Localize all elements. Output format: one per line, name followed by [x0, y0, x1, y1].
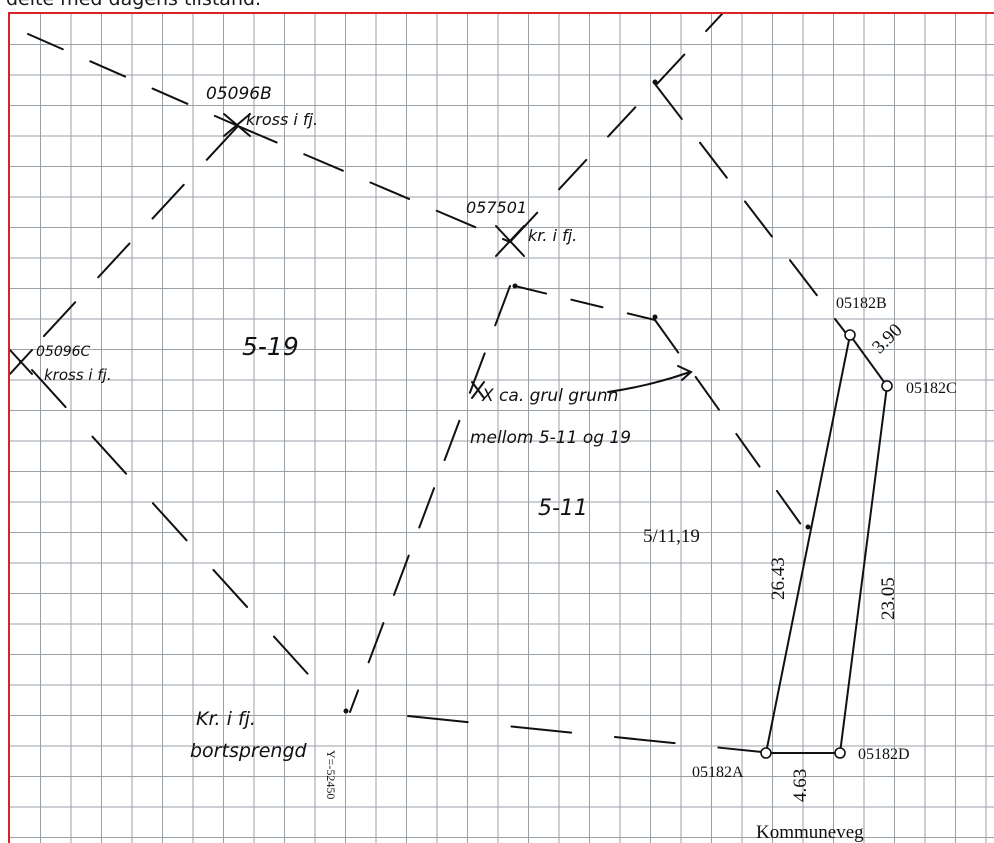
marker-05182a — [760, 747, 772, 759]
note-05096b: kross i fj. — [246, 110, 319, 129]
note-arrow — [607, 365, 693, 393]
label-05096c: 05096C — [36, 344, 91, 360]
coord-label: Y=-52450 — [324, 750, 338, 800]
cross-05096b — [223, 113, 251, 137]
boundary-top-05182b — [654, 83, 846, 333]
road-label: Kommuneveg — [756, 822, 864, 843]
top-caption: delte med dagens tilstand. — [6, 0, 261, 10]
label-057501: 057501 — [466, 198, 528, 217]
dot-south — [343, 708, 349, 714]
dot-057501 — [512, 283, 518, 289]
dim-left: 26.43 — [768, 557, 789, 600]
parcel-05182-outline — [764, 332, 889, 754]
survey-sketch: 05096B kross i fj. 057501 kr. i fj. 0509… — [8, 12, 994, 843]
label-05182a: 05182A — [692, 764, 744, 781]
boundary-057501-top — [509, 14, 723, 243]
marker-05182b — [844, 329, 856, 341]
marker-05182d — [834, 747, 846, 759]
dot-edge — [805, 524, 811, 530]
graph-paper-grid — [10, 14, 994, 843]
boundary-057501-south — [349, 285, 511, 713]
parcel-label-5-11-19: 5/11,19 — [643, 526, 700, 547]
boundary-inner-05182a — [654, 319, 803, 527]
marker-05182c — [881, 380, 893, 392]
note-boundary-line1: X ca. grul grunn — [482, 386, 619, 406]
dim-bottom: 4.63 — [790, 768, 811, 802]
label-05182b: 05182B — [836, 295, 887, 312]
boundary-05096b-057501 — [237, 125, 511, 243]
note-057501: kr. i fj. — [528, 226, 578, 245]
label-05182d: 05182D — [858, 746, 910, 763]
note-removed-line1: Kr. i fj. — [196, 708, 256, 730]
label-05182c: 05182C — [906, 380, 957, 397]
boundary-05096b-05096c — [19, 125, 239, 363]
boundary-lines — [10, 14, 893, 759]
boundary-south-05182a — [407, 715, 763, 753]
label-05096b: 05096B — [206, 84, 272, 104]
parcel-label-5-19: 5-19 — [242, 332, 299, 361]
dot-inner — [652, 314, 658, 320]
boundary-top-left — [27, 33, 239, 127]
note-boundary-line2: mellom 5-11 og 19 — [470, 428, 632, 448]
cross-boundary-note — [471, 381, 485, 399]
cross-057501 — [495, 225, 525, 257]
cross-05096c — [10, 349, 33, 375]
boundary-057501-inner — [514, 285, 656, 321]
boundary-05096c-south — [31, 369, 327, 695]
note-removed-line2: bortsprengd — [190, 740, 307, 762]
dim-right: 23.05 — [878, 577, 899, 620]
note-05096c: kross i fj. — [44, 366, 112, 384]
parcel-label-5-11: 5-11 — [538, 496, 588, 521]
dot-top — [652, 79, 658, 85]
